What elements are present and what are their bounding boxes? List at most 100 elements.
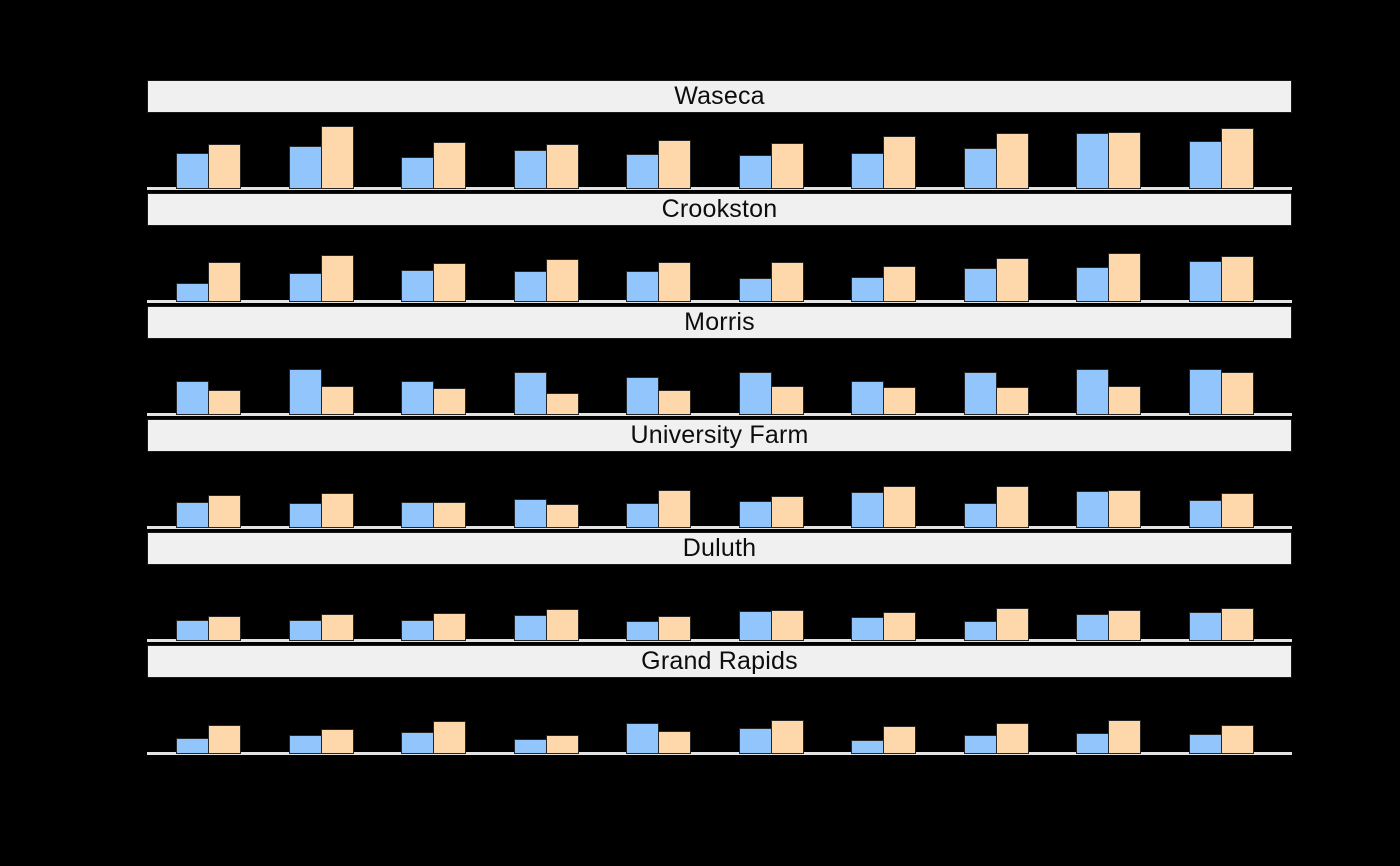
bar-group	[851, 612, 917, 641]
blue-bar	[288, 273, 322, 302]
orange-bar	[658, 490, 692, 528]
orange-bar	[545, 609, 579, 641]
bar-group	[1188, 608, 1254, 641]
blue-bar	[738, 501, 772, 528]
facet-title: University Farm	[630, 421, 809, 449]
blue-bar	[1188, 141, 1222, 189]
bar-group	[626, 723, 692, 754]
bar-group	[401, 263, 467, 302]
blue-bar	[1188, 734, 1222, 754]
orange-bar	[320, 126, 354, 189]
blue-bar	[1076, 267, 1110, 302]
bar-group	[738, 496, 804, 528]
blue-bar	[851, 740, 885, 754]
orange-bar	[883, 486, 917, 528]
bar-group	[963, 258, 1029, 302]
blue-bar	[851, 153, 885, 189]
blue-bar	[288, 735, 322, 754]
blue-bar	[963, 621, 997, 641]
bar-group	[738, 372, 804, 415]
x-axis-line	[147, 413, 1292, 416]
blue-bar	[963, 372, 997, 415]
orange-bar	[1220, 256, 1254, 302]
bar-group	[288, 729, 354, 754]
orange-bar	[545, 259, 579, 302]
facet-panel-university-farm: University Farm	[147, 419, 1292, 529]
blue-bar	[288, 369, 322, 415]
facet-title: Morris	[684, 308, 755, 336]
orange-bar	[883, 136, 917, 189]
orange-bar	[1108, 253, 1142, 302]
facet-panel-waseca: Waseca	[147, 80, 1292, 190]
orange-bar	[770, 143, 804, 189]
bar-group	[176, 262, 241, 302]
blue-bar	[738, 278, 772, 302]
facet-strip: Waseca	[147, 80, 1292, 113]
blue-bar	[1188, 261, 1222, 302]
facet-strip: Grand Rapids	[147, 645, 1292, 678]
blue-bar	[401, 732, 435, 754]
blue-bar	[513, 271, 547, 302]
orange-bar	[1220, 725, 1254, 754]
orange-bar	[995, 133, 1029, 189]
bar-group	[1076, 253, 1142, 302]
facet-plot-area	[147, 113, 1292, 190]
orange-bar	[883, 612, 917, 641]
orange-bar	[1108, 386, 1142, 415]
orange-bar	[1220, 608, 1254, 641]
orange-bar	[433, 613, 467, 641]
blue-bar	[176, 381, 209, 415]
bar-group	[288, 369, 354, 415]
blue-bar	[738, 728, 772, 754]
facet-title: Duluth	[682, 534, 757, 562]
bar-group	[176, 495, 241, 528]
orange-bar	[208, 390, 241, 415]
orange-bar	[1108, 610, 1142, 641]
facet-plot-area	[147, 339, 1292, 416]
orange-bar	[658, 140, 692, 189]
blue-bar	[626, 723, 660, 754]
blue-bar	[1188, 500, 1222, 528]
x-axis-line	[147, 300, 1292, 303]
facet-plot-area	[147, 678, 1292, 755]
orange-bar	[208, 616, 241, 641]
facet-strip: University Farm	[147, 419, 1292, 452]
blue-bar	[401, 620, 435, 641]
facet-strip: Morris	[147, 306, 1292, 339]
blue-bar	[626, 154, 660, 189]
bar-group	[626, 490, 692, 528]
blue-bar	[1188, 612, 1222, 641]
orange-bar	[995, 723, 1029, 754]
bar-group	[1076, 132, 1142, 189]
blue-bar	[963, 503, 997, 528]
blue-bar	[851, 492, 885, 528]
orange-bar	[320, 255, 354, 302]
blue-bar	[738, 372, 772, 415]
orange-bar	[658, 616, 692, 641]
facet-title: Waseca	[674, 82, 765, 110]
x-axis-line	[147, 187, 1292, 190]
orange-bar	[208, 725, 241, 754]
orange-bar	[658, 390, 692, 415]
blue-bar	[176, 502, 209, 528]
facet-title: Grand Rapids	[641, 647, 798, 675]
bar-group	[851, 726, 917, 754]
orange-bar	[883, 387, 917, 415]
x-axis-line	[147, 752, 1292, 755]
blue-bar	[963, 735, 997, 754]
bar-group	[1188, 493, 1254, 528]
orange-bar	[770, 610, 804, 641]
orange-bar	[433, 502, 467, 528]
blue-bar	[1076, 369, 1110, 415]
bar-group	[626, 616, 692, 641]
bar-group	[176, 725, 241, 754]
bar-group	[963, 486, 1029, 528]
x-axis-line	[147, 526, 1292, 529]
blue-bar	[176, 283, 209, 302]
bar-group	[851, 266, 917, 302]
blue-bar	[626, 503, 660, 528]
bar-group	[1188, 369, 1254, 415]
blue-bar	[738, 611, 772, 641]
blue-bar	[513, 739, 547, 754]
